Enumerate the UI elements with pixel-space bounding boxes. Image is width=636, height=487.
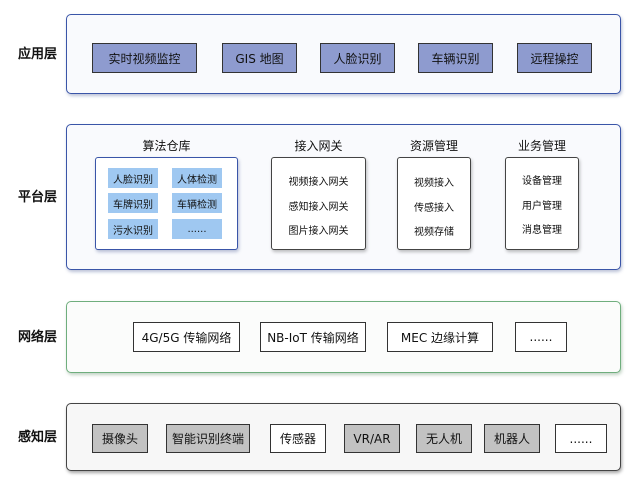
business-item-user: 用户管理: [522, 201, 562, 212]
app-item-face-recognition: 人脸识别: [320, 43, 395, 73]
business-mgmt-group: 设备管理 用户管理 消息管理: [505, 157, 579, 250]
gateway-item-sensor: 感知接入网关: [288, 202, 349, 213]
algorithm-repo-title: 算法仓库: [142, 139, 191, 153]
platform-layer-label: 平台层: [18, 190, 58, 205]
sense-item-camera: 摄像头: [92, 424, 148, 453]
business-item-message: 消息管理: [522, 225, 562, 236]
perception-layer-label: 感知层: [18, 430, 58, 445]
app-item-vehicle-recognition: 车辆识别: [418, 43, 493, 73]
business-item-device: 设备管理: [522, 176, 562, 187]
gateway-item-image: 图片接入网关: [288, 226, 349, 237]
resource-mgmt-group: 视频接入 传感接入 视频存储: [397, 157, 471, 250]
sense-item-robot: 机器人: [484, 424, 540, 453]
algo-chip-more: ......: [172, 219, 222, 239]
resource-item-video-storage: 视频存储: [414, 227, 454, 238]
algorithm-repo-group: 人脸识别 人体检测 车牌识别 车辆检测 污水识别 ......: [95, 157, 238, 250]
access-gateway-group: 视频接入网关 感知接入网关 图片接入网关: [271, 157, 366, 250]
access-gateway-title: 接入网关: [294, 139, 343, 153]
sense-item-sensor: 传感器: [270, 424, 326, 453]
network-layer-label: 网络层: [18, 330, 58, 345]
net-item-mec: MEC 边缘计算: [387, 322, 493, 352]
algo-chip-face: 人脸识别: [108, 168, 158, 188]
sense-item-drone: 无人机: [416, 424, 472, 453]
algo-chip-sewage: 污水识别: [108, 219, 158, 239]
algo-chip-vehicle: 车辆检测: [172, 193, 222, 213]
algo-chip-plate: 车牌识别: [108, 193, 158, 213]
app-item-video-monitoring: 实时视频监控: [92, 43, 197, 73]
resource-item-video-access: 视频接入: [414, 178, 454, 189]
sense-item-smart-terminal: 智能识别终端: [166, 424, 250, 453]
sense-item-vr-ar: VR/AR: [344, 424, 400, 453]
net-item-more: ......: [515, 322, 567, 352]
gateway-item-video: 视频接入网关: [288, 177, 349, 188]
sense-item-more: ......: [555, 424, 607, 453]
net-item-4g5g: 4G/5G 传输网络: [133, 322, 240, 352]
resource-mgmt-title: 资源管理: [409, 139, 458, 153]
resource-item-sensor-access: 传感接入: [414, 203, 454, 214]
net-item-nbiot: NB-IoT 传输网络: [260, 322, 366, 352]
algo-chip-body: 人体检测: [172, 168, 222, 188]
business-mgmt-title: 业务管理: [517, 139, 566, 153]
app-item-gis-map: GIS 地图: [222, 43, 297, 73]
application-layer-label: 应用层: [18, 47, 58, 62]
app-item-remote-control: 远程操控: [517, 43, 592, 73]
